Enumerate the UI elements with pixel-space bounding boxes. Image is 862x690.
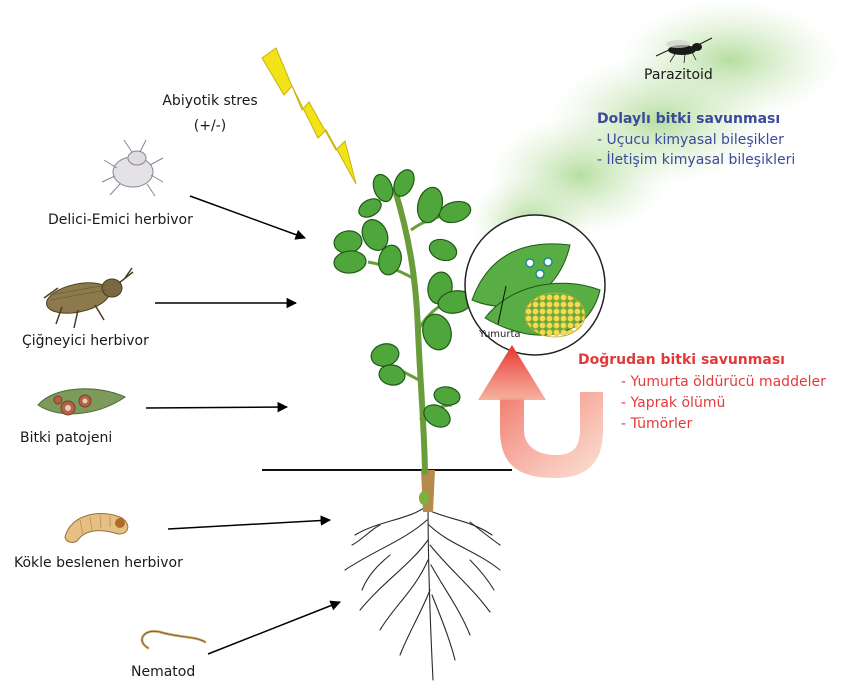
diseased-leaf-icon (38, 389, 125, 415)
nematode-label: Nematod (131, 664, 195, 682)
abiotic-sign-label: (+/-) (148, 118, 272, 136)
roots (345, 500, 500, 680)
indirect-defense-item: - İletişim kimyasal bileşikleri (597, 152, 795, 168)
direct-defense-title: Doğrudan bitki savunması (578, 352, 785, 368)
aphid-icon (102, 140, 163, 196)
direct-defense-item: - Yaprak ölümü (621, 395, 725, 411)
sucking-herbivore-label: Delici-Emici herbivor (48, 212, 193, 230)
indirect-defense-title: Dolaylı bitki savunması (597, 111, 780, 127)
egg-label: Yumurta (479, 329, 521, 340)
lightning-icon (262, 48, 356, 184)
weevil-icon (44, 268, 133, 328)
direct-defense-item: - Tümörler (621, 416, 692, 432)
plant-stem (395, 190, 425, 472)
arrow-icon (146, 407, 287, 408)
nematode-icon (142, 631, 205, 648)
abiotic-stress-label: Abiyotik stres (148, 93, 272, 111)
larva-icon (65, 514, 128, 543)
arrows (146, 196, 340, 654)
pathogen-label: Bitki patojeni (20, 430, 112, 448)
direct-defense-item: - Yumurta öldürücü maddeler (621, 374, 826, 390)
arrow-icon (208, 602, 340, 654)
indirect-defense-item: - Uçucu kimyasal bileşikler (597, 132, 784, 148)
egg-cluster (525, 293, 585, 337)
parasitoid-label: Parazitoid (644, 67, 713, 85)
arrow-icon (190, 196, 305, 238)
leaves (332, 167, 473, 432)
root-crown (421, 470, 435, 512)
root-feeder-label: Kökle beslenen herbivor (14, 555, 183, 573)
chewing-herbivore-label: Çiğneyici herbivor (22, 333, 149, 351)
arrow-icon (168, 520, 330, 529)
